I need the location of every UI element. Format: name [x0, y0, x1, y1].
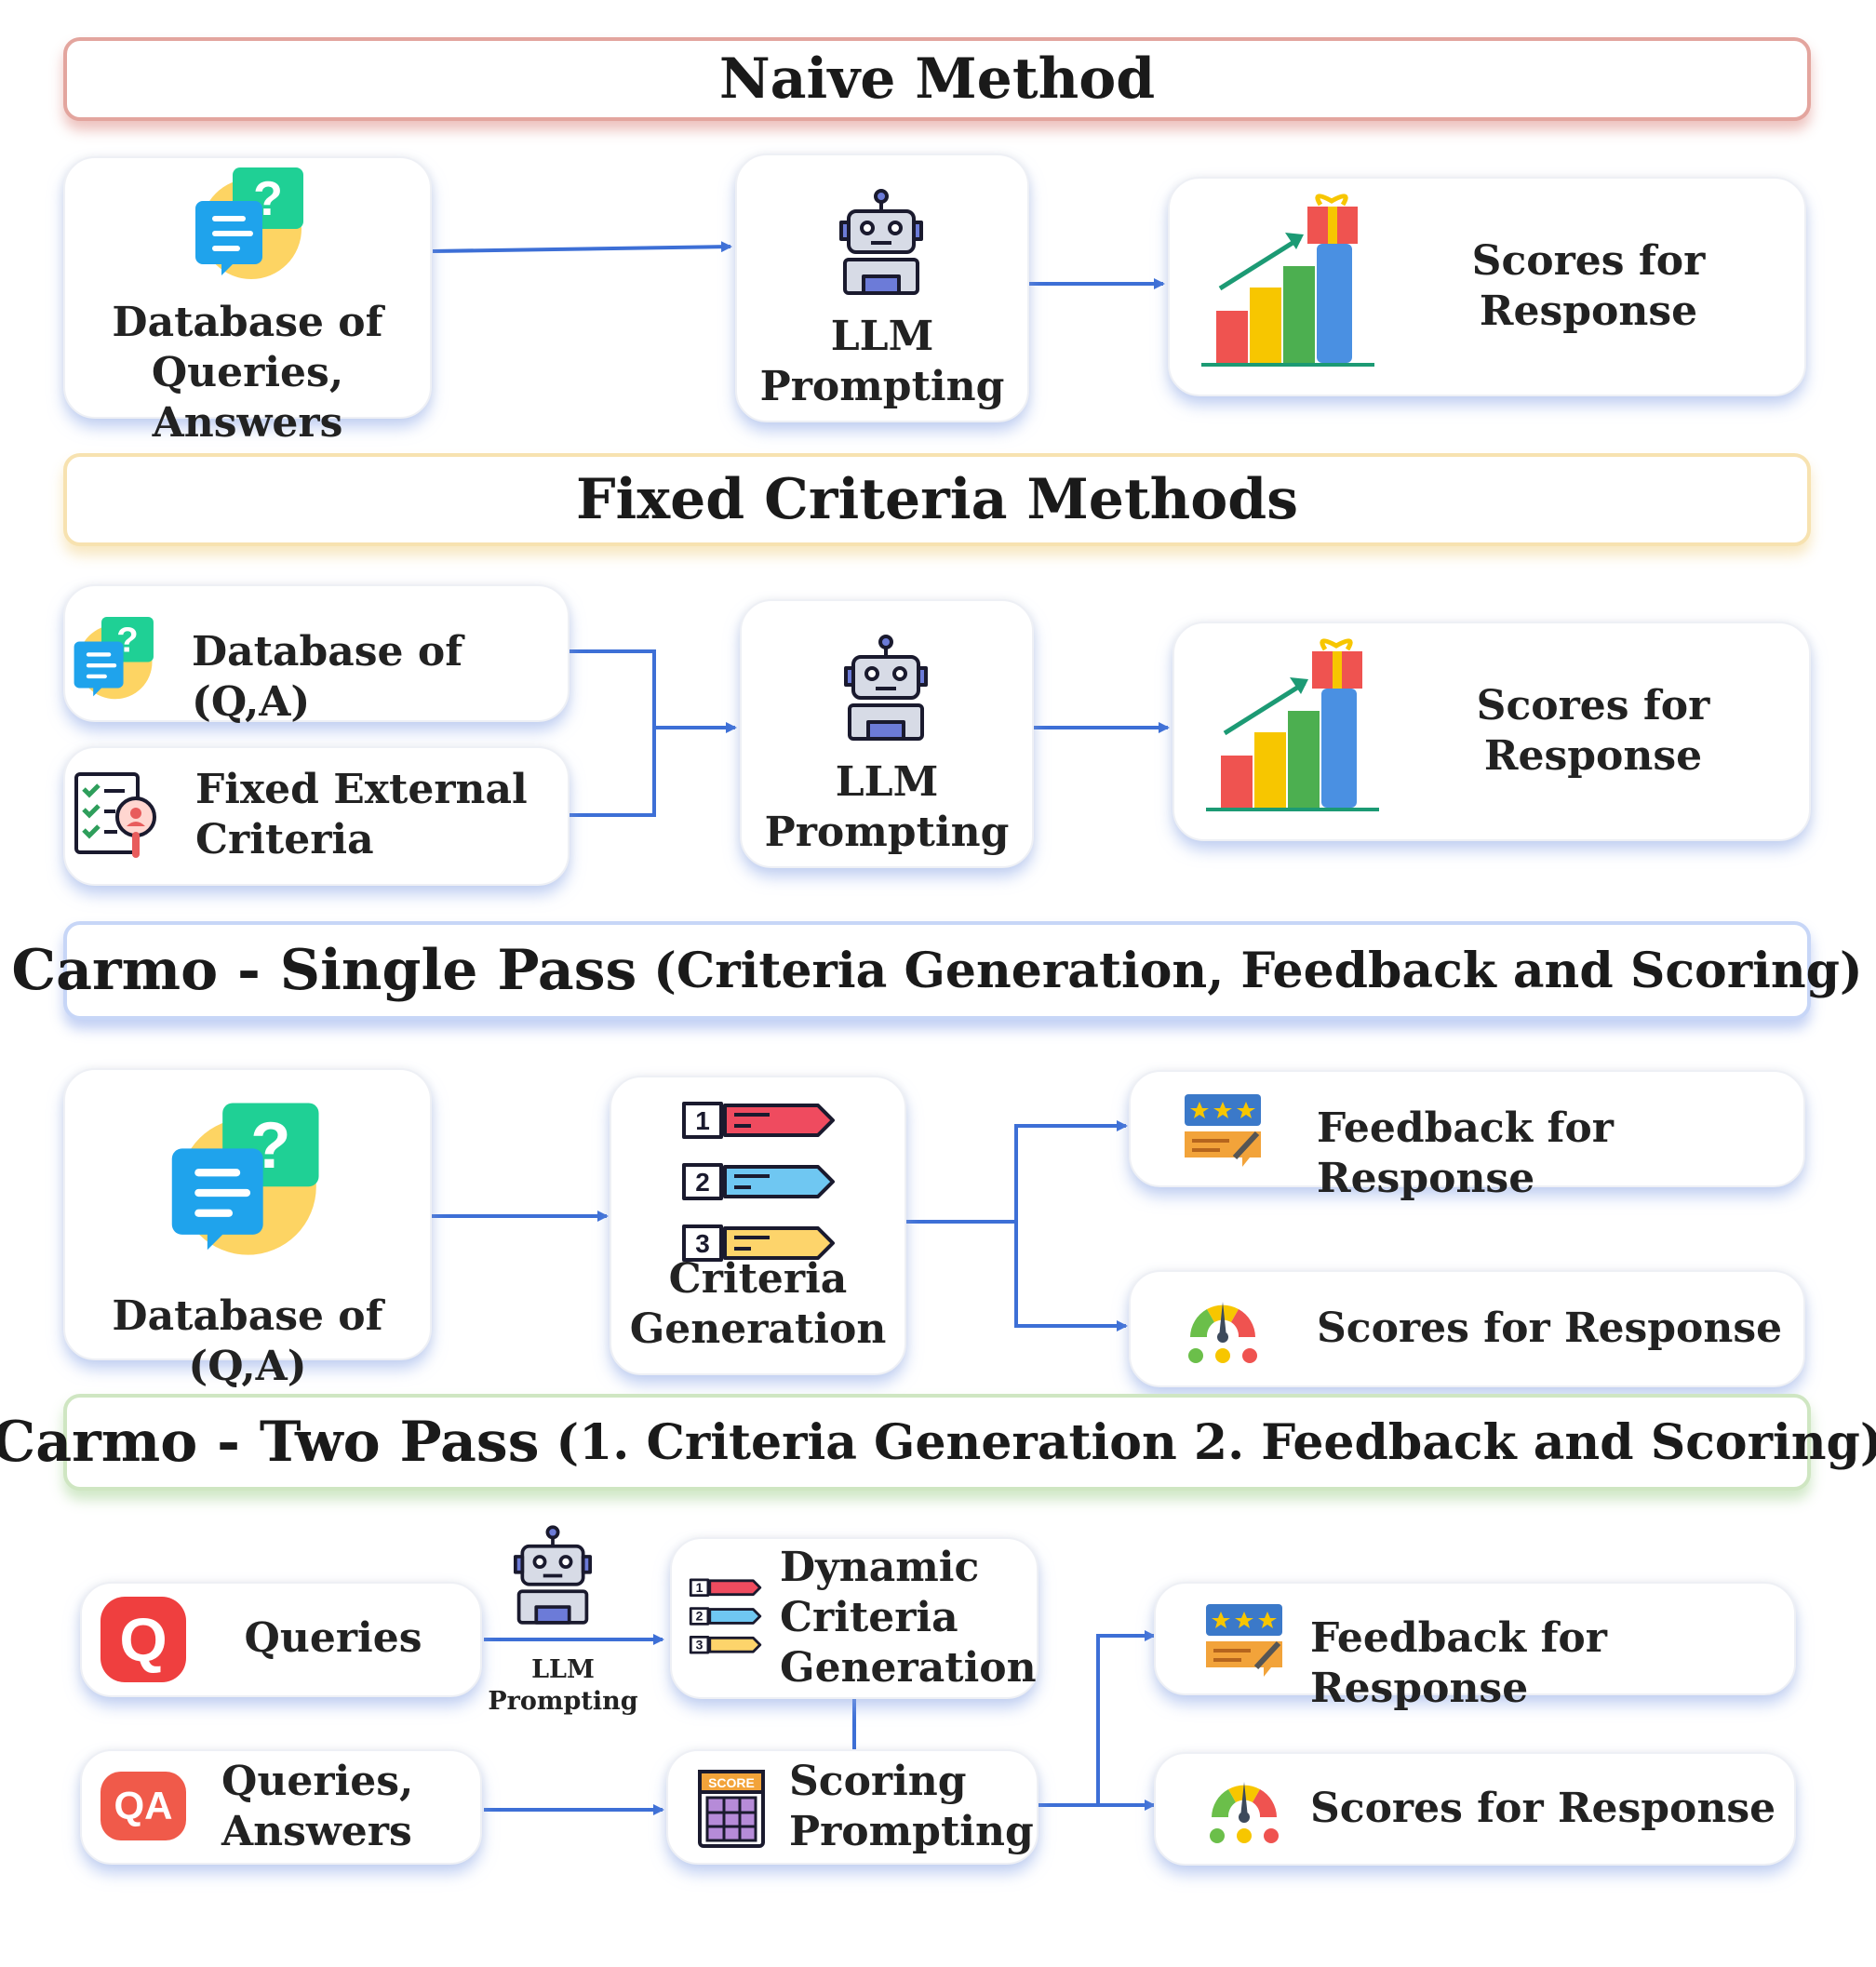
bar-growth-icon [1201, 194, 1374, 367]
single-scores-label: Scores for Response [1317, 1305, 1783, 1352]
list-number-3: 3 [695, 1229, 710, 1258]
single-scores-card: Scores for Response [1129, 1270, 1805, 1387]
fixed-llm-card: LLM Prompting [740, 599, 1034, 868]
two-queries-card: Q Queries [80, 1582, 482, 1697]
naive-scores-card: Scores for Response [1168, 177, 1806, 396]
two-qa-label: Queries, Answers [221, 1758, 414, 1855]
single-criteria-card: 1 2 3 Criteria Generation [610, 1076, 906, 1375]
two-feedback-label: Feedback for Response [1310, 1614, 1607, 1712]
single-database-card: ? Database of (Q,A) [63, 1068, 432, 1390]
score-badge-text: SCORE [708, 1775, 755, 1790]
numbered-list-icon: 1 2 3 [682, 1102, 835, 1262]
two-scoring-card: SCORE Scoring Prompting [666, 1749, 1038, 1865]
two-title: Carmo - Two Pass [0, 1410, 540, 1475]
arrow-single-feedback [1014, 1120, 1128, 1324]
rating-feedback-icon [1185, 1094, 1261, 1167]
two-feedback-card: Feedback for Response [1154, 1582, 1796, 1712]
list-number-3: 3 [696, 1637, 704, 1652]
checklist-search-icon [74, 772, 156, 858]
fixed-llm-label: LLM Prompting [764, 758, 1010, 856]
fixed-title: Fixed Criteria Methods [575, 467, 1299, 532]
list-number-1: 1 [695, 1106, 710, 1135]
two-scores-card: Scores for Response [1154, 1752, 1796, 1866]
connector-fixed-db [568, 649, 656, 817]
fixed-database-label: Database of (Q,A) [192, 628, 463, 726]
single-feedback-label: Feedback for Response [1317, 1104, 1614, 1202]
bar-growth-icon [1206, 638, 1379, 811]
qa-badge-icon: QA [100, 1772, 186, 1840]
question-chat-icon: ? [195, 167, 303, 279]
single-title: Carmo - Single Pass [11, 938, 637, 1003]
two-llm-label: LLM Prompting [488, 1655, 638, 1716]
robot-icon [514, 1525, 592, 1625]
rating-feedback-icon [1206, 1604, 1282, 1677]
gauge-icon [1210, 1782, 1279, 1843]
arrow-two-feedback [1096, 1630, 1156, 1805]
two-scoring-label: Scoring Prompting [789, 1758, 1034, 1855]
q-badge-icon: Q [100, 1597, 186, 1682]
two-header: Carmo - Two Pass (1. Criteria Generation… [0, 1394, 1876, 1491]
score-board-icon: SCORE [698, 1770, 765, 1848]
naive-llm-label: LLM Prompting [759, 313, 1005, 410]
naive-database-card: ? Database of Queries, Answers [63, 156, 432, 447]
fixed-criteria-card: Fixed External Criteria [63, 746, 570, 886]
naive-header: Naive Method [63, 37, 1811, 121]
naive-scores-label: Scores for Response [1471, 237, 1706, 335]
single-criteria-label: Criteria Generation [629, 1255, 887, 1353]
fixed-header: Fixed Criteria Methods [63, 453, 1811, 546]
fixed-scores-card: Scores for Response [1172, 622, 1811, 841]
qa-badge-text: QA [114, 1784, 173, 1827]
two-scores-label: Scores for Response [1310, 1785, 1776, 1832]
fixed-scores-label: Scores for Response [1476, 682, 1710, 780]
two-dynamic-label: Dynamic Criteria Generation [780, 1544, 1037, 1692]
robot-icon [839, 189, 923, 295]
arrow-naive-db-llm [432, 241, 732, 253]
list-number-2: 2 [695, 1168, 710, 1197]
question-chat-icon: ? [74, 616, 154, 700]
arrow-single-scores [1014, 1222, 1128, 1331]
question-chat-icon: ? [171, 1103, 319, 1255]
q-badge-text: Q [119, 1605, 168, 1674]
robot-icon [844, 635, 928, 741]
single-database-label: Database of (Q,A) [112, 1292, 383, 1390]
naive-title: Naive Method [718, 47, 1156, 112]
single-feedback-card: Feedback for Response [1129, 1070, 1805, 1202]
two-qa-card: QA Queries, Answers [80, 1749, 482, 1865]
two-queries-label: Queries [244, 1614, 422, 1662]
two-subtitle: (1. Criteria Generation 2. Feedback and … [556, 1413, 1876, 1471]
list-number-1: 1 [696, 1580, 704, 1595]
naive-database-label: Database of Queries, Answers [112, 299, 383, 447]
fixed-database-card: ? Database of (Q,A) [63, 584, 570, 726]
gauge-icon [1188, 1302, 1257, 1363]
fixed-criteria-label: Fixed External Criteria [195, 766, 528, 863]
single-subtitle: (Criteria Generation, Feedback and Scori… [653, 942, 1863, 999]
single-header: Carmo - Single Pass (Criteria Generation… [11, 921, 1863, 1020]
two-dynamic-card: 1 2 3 Dynamic Criteria Generation [670, 1537, 1038, 1699]
list-number-2: 2 [696, 1609, 704, 1624]
numbered-list-icon: 1 2 3 [689, 1578, 762, 1654]
naive-llm-card: LLM Prompting [735, 154, 1029, 422]
